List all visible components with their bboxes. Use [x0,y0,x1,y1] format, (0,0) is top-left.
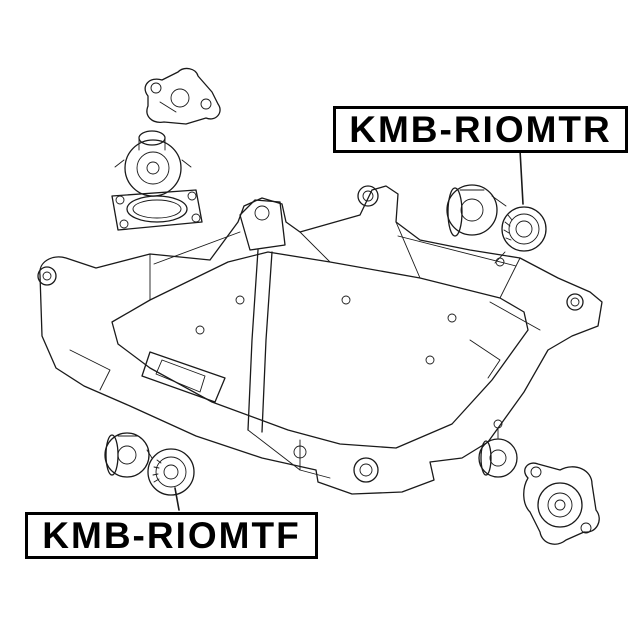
subframe-inner-details [69,199,541,479]
engine-mount-insulator [114,130,192,197]
leader-line-rear [519,149,524,205]
leader-line-front [174,487,180,511]
right-lower-bushing-assembly [478,419,600,545]
engine-mount-plate [111,189,203,231]
part-label-front-mount: KMB-RIOMTF [25,512,318,559]
engine-mount-bracket [144,67,221,125]
part-label-rear-mount: KMB-RIOMTR [333,106,628,153]
rear-bushing-pair [446,184,547,264]
leader-lines [174,149,524,511]
front-bushing-pair [104,432,195,496]
subframe-outline [39,185,603,495]
corner-mount-bosses [37,185,584,483]
